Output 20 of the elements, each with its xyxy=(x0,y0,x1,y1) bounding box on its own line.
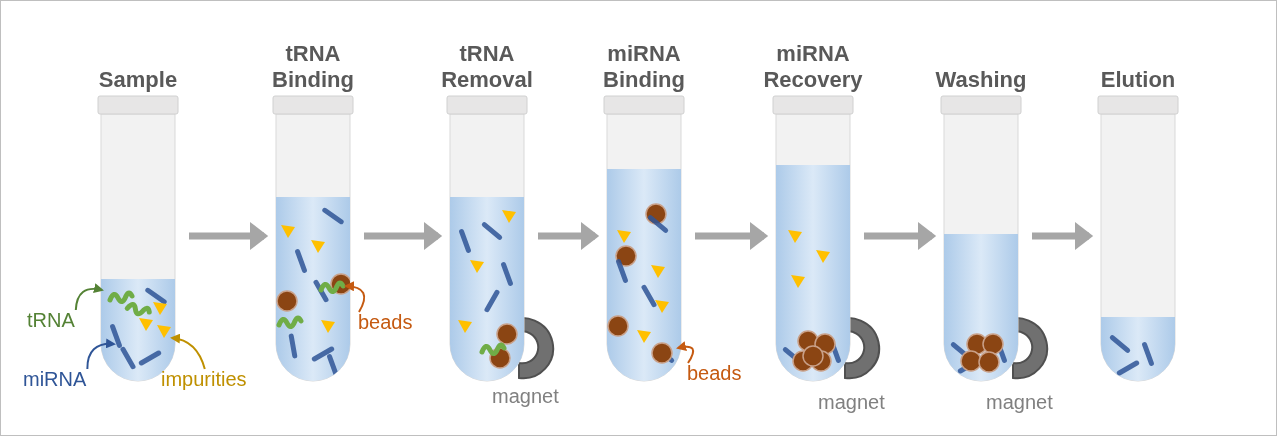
callout-label: beads xyxy=(687,362,742,384)
leader-arrow xyxy=(86,338,116,370)
step-title: Washing xyxy=(934,67,1028,93)
step-title: Elution xyxy=(1099,67,1177,93)
leader-arrow xyxy=(344,281,366,313)
step-title: tRNA Binding xyxy=(271,41,355,93)
callout-label: miRNA xyxy=(23,368,87,390)
callout-label: tRNA xyxy=(27,309,75,331)
magnet-label: magnet xyxy=(986,391,1053,413)
callout-label: beads xyxy=(358,311,413,333)
step-title: Sample xyxy=(97,67,179,93)
leader-arrow xyxy=(676,341,695,364)
leader-arrow xyxy=(170,334,206,370)
magnet-label: magnet xyxy=(818,391,885,413)
callout-label: impurities xyxy=(161,368,247,390)
step-title: miRNA Binding xyxy=(602,41,686,93)
step-title: tRNA Removal xyxy=(440,41,534,93)
magnet-label: magnet xyxy=(492,385,559,407)
leader-arrow xyxy=(74,283,104,311)
step-title: miRNA Recovery xyxy=(762,41,864,93)
